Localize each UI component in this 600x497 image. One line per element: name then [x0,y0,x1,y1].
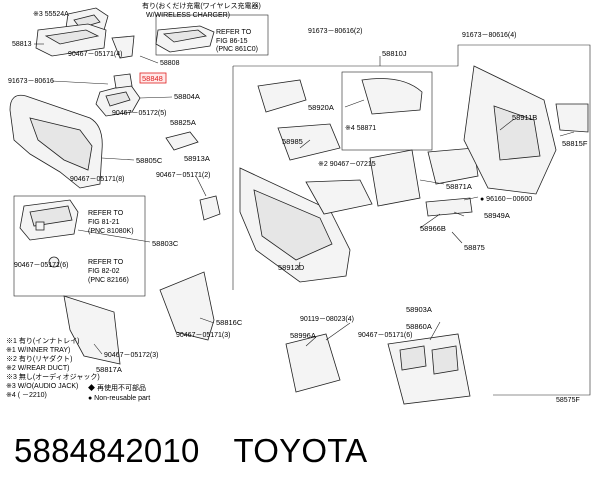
label-90467-8: 90467－05171(8) [70,176,125,183]
label-58825a: 58825A [170,118,196,127]
label-58985: 58985 [282,137,303,146]
label-58871a: 58871A [446,182,472,191]
bracket-58996a [285,333,341,393]
label-90467-2: 90467－05171(2) [156,172,211,179]
label-90467-07215: ※2 90467－07215 [318,161,376,168]
footer: 5884842010 TOYOTA [14,432,401,470]
label-refer-8202: REFER TO [88,259,124,266]
console-parts [239,65,589,283]
label-58966b: 58966B [420,224,446,233]
legend-block: ◆ 再使用不可部品 ● Non-reusable part [88,383,150,402]
note-1-jp: ※1 有り(インナトレイ) [6,336,80,345]
legend-jp: ◆ 再使用不可部品 [88,383,146,392]
refer-parts [19,199,79,268]
refer-box [13,195,146,297]
tray-group [35,7,215,59]
bracket-58804a [95,73,141,117]
label-90467-6: 90467－05171(6) [14,262,69,269]
label-58903a: 58903A [406,305,432,314]
note-2-jp: ※2 有り(リヤダクト) [6,354,73,363]
note-3-en: ※3 W/O(AUDIO JACK) [6,383,78,390]
label-58817a: 58817A [96,365,122,374]
label-58803c: 58803C [152,239,179,248]
label-90467-5: 90467－05172(5) [112,110,167,117]
label-90467-4a: 90467－05171(4) [68,51,123,58]
note-3-jp: ※3 無し(オーディオジャック) [6,372,100,381]
label-pnc-861c0: (PNC 861C0) [216,46,258,53]
frame-outline [233,44,591,396]
label-wireless-en: W/WIRELESS CHARGER) [146,12,230,19]
label-55524a: ※3 55524A [33,11,69,18]
label-fig-8615: FIG 86-15 [216,38,248,45]
label-96160: ● 96160－00600 [480,196,532,203]
label-58804a: 58804A [174,92,200,101]
callouts: ※3 55524A 58813 90467－05171(4) 58808 有り(… [8,1,588,404]
label-58848-highlight: 58848 [142,74,163,83]
label-58815f: 58815F [562,139,588,148]
label-90467-3b: 90467－05172(3) [104,352,159,359]
panel-58805c [9,94,103,189]
note-1-en: ※1 W/INNER TRAY) [6,347,70,354]
label-refer-8615: REFER TO [216,29,252,36]
part-58913a [199,195,221,221]
label-58816c: 58816C [216,318,243,327]
label-fig-8121: FIG 81-21 [88,219,120,226]
legend-en: ● Non-reusable part [88,395,150,402]
wireless-area [155,14,269,56]
label-91673-1: 91673－80616 [8,78,54,85]
highlight-box [139,72,167,84]
label-58996a: 58996A [290,331,316,340]
label-58920a: 58920A [308,103,334,112]
label-58808: 58808 [160,60,180,67]
label-90467-3: 90467－05171(3) [176,332,231,339]
label-58805c: 58805C [136,156,163,165]
brand-name: TOYOTA [233,432,368,469]
label-wireless-jp: 有り(おくだけ充電(ワイヤレス充電器) [142,1,261,10]
label-58813: 58813 [12,41,32,48]
panel-58817a [63,295,121,365]
note-4: ※4 ( －2210) [6,392,47,399]
label-91673-4: 91673－80616(4) [462,32,517,39]
label-58810j: 58810J [382,49,407,58]
detail-box [341,71,433,151]
notes-block: ※1 有り(インナトレイ) ※1 W/INNER TRAY) ※2 有り(リヤダ… [6,336,100,399]
label-refer-8121: REFER TO [88,210,124,217]
label-fig-8202: FIG 82-02 [88,268,120,275]
parts-diagram: ※3 55524A 58813 90467－05171(4) 58808 有り(… [6,1,591,405]
label-90119: 90119－08023(4) [300,316,354,323]
label-58913a: 58913A [184,154,210,163]
label-90467-6b: 90467－05171(6) [358,332,413,339]
figure-code: 58575F [556,397,580,404]
part-number: 5884842010 [14,432,200,469]
label-58911b: 58911B [512,113,537,122]
label-pnc-81080k: (PNC 81080K) [88,228,134,235]
note-2-en: ※2 W/REAR DUCT) [6,365,69,372]
label-pnc-82166: (PNC 82166) [88,277,129,284]
label-58871: ※4 58871 [345,125,376,132]
part-58825a [165,131,199,151]
label-58875: 58875 [464,243,485,252]
label-58912d: 58912D [278,263,305,272]
label-58860a: 58860A [406,322,432,331]
label-91673-2: 91673－80616(2) [308,28,363,35]
label-58949a: 58949A [484,211,510,220]
panel-58816c [159,271,215,341]
leader-lines [34,43,575,355]
